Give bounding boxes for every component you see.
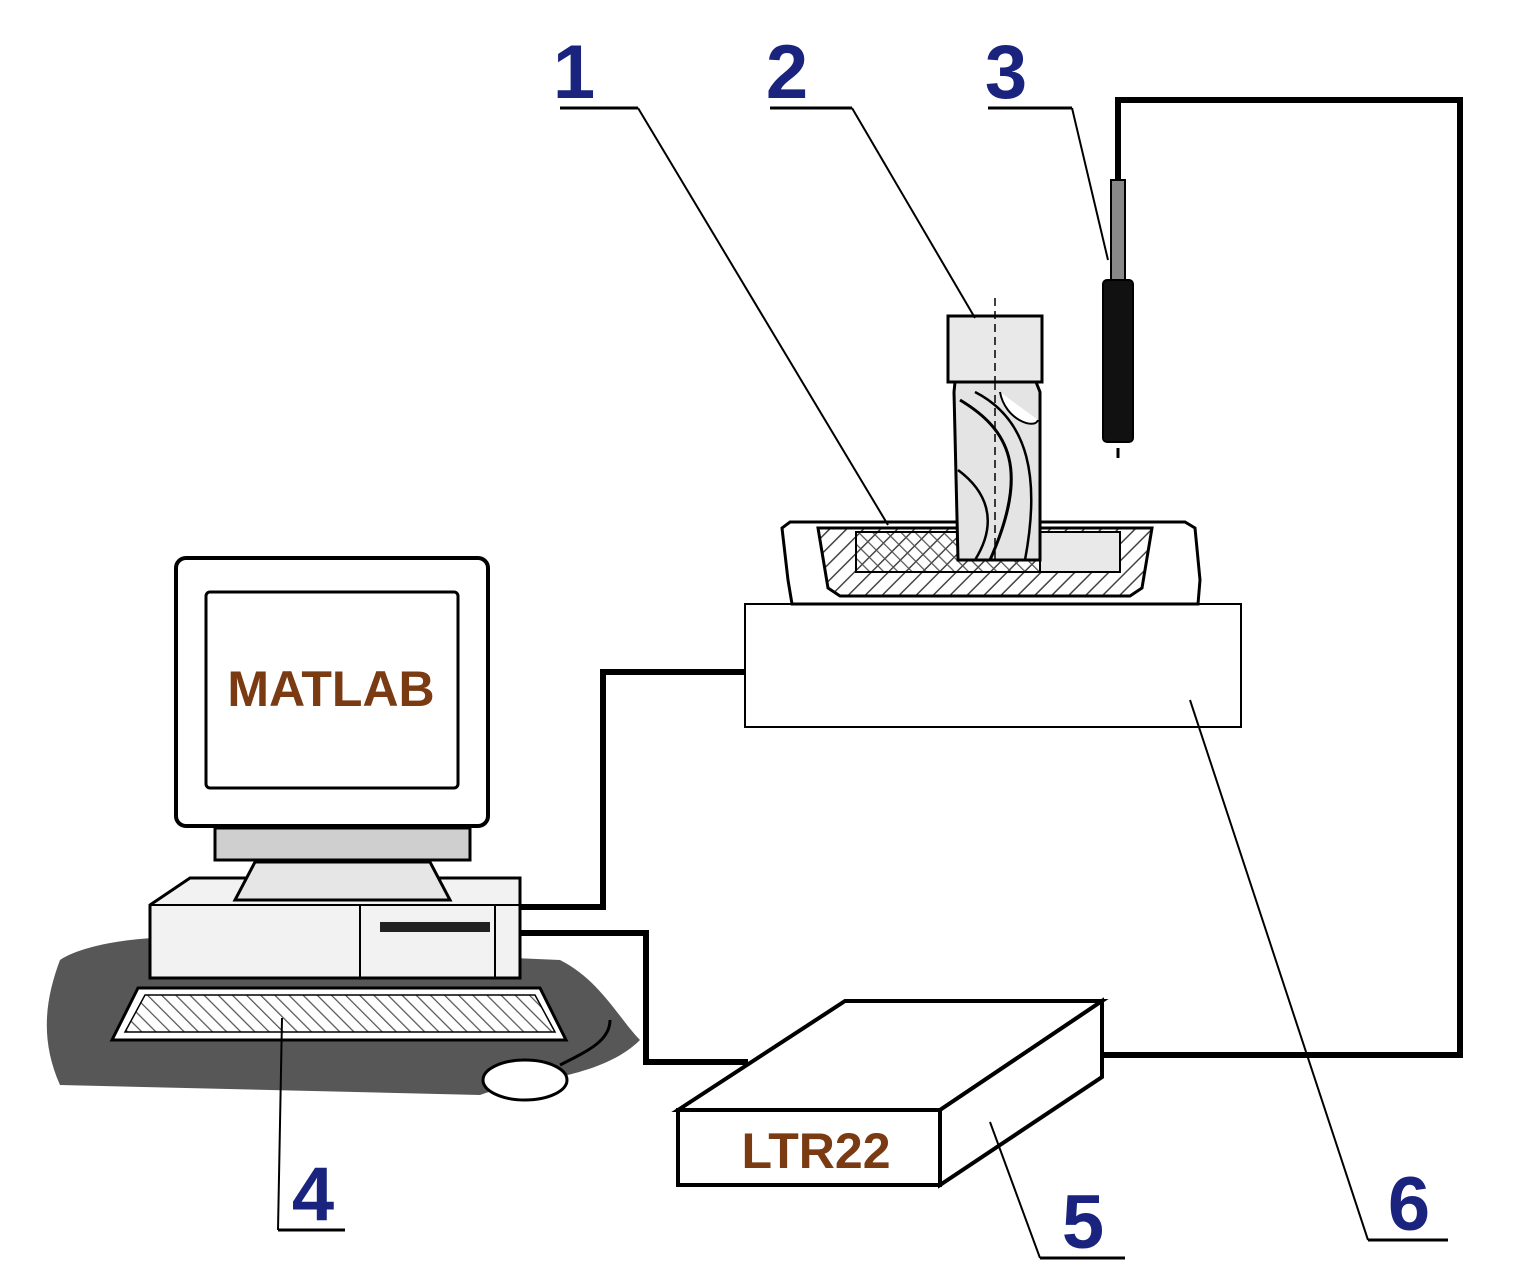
sensor-probe xyxy=(1102,179,1134,458)
callout-2: 2 xyxy=(766,30,808,115)
callout-4: 4 xyxy=(292,1152,334,1237)
device-label: LTR22 xyxy=(741,1123,890,1179)
callout-1: 1 xyxy=(553,30,595,115)
callout-5: 5 xyxy=(1062,1180,1104,1265)
computer-to-ltr22-cable xyxy=(520,930,748,1065)
dynamometer-platform xyxy=(744,603,1242,728)
callout-3: 3 xyxy=(985,30,1027,115)
computer xyxy=(46,556,640,1102)
sensor-to-ltr22-cable xyxy=(1102,97,1463,1058)
wiring xyxy=(520,97,1463,1065)
ltr22-box xyxy=(671,997,1109,1189)
computer-to-dynamometer-cable xyxy=(520,669,745,910)
callout-6: 6 xyxy=(1388,1162,1430,1247)
end-mill-cutter xyxy=(946,298,1044,562)
workpiece xyxy=(780,520,1202,606)
screen-label: MATLAB xyxy=(227,661,434,717)
leader-lines xyxy=(277,106,1448,1260)
